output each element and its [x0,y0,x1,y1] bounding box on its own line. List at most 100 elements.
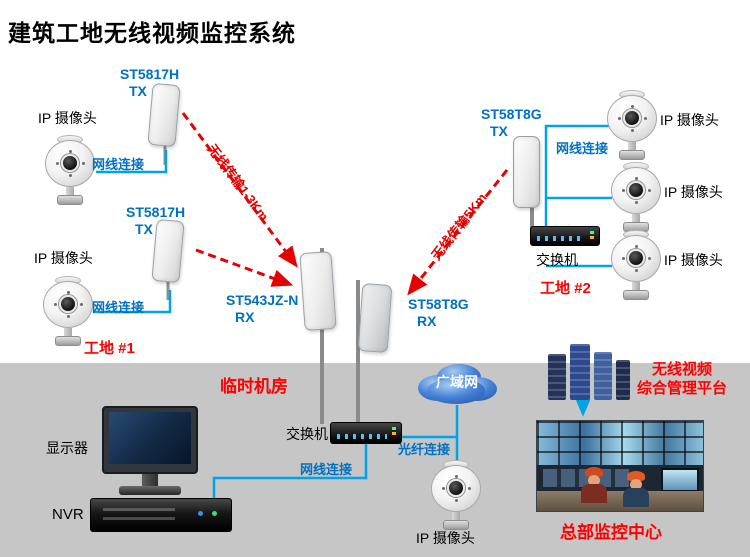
ptz-base [55,336,81,346]
site2-camera3-label: IP 摄像头 [664,252,723,268]
head [630,479,642,490]
ptz-lens [623,109,641,127]
wireless-bridge-rx2-icon [357,283,393,353]
monitor-icon [102,406,198,498]
machine-room-label: 临时机房 [220,377,288,396]
platform-label-line2: 综合管理平台 [636,380,727,397]
port-text: TX [490,123,508,139]
tx-antenna-label: ST58T8G TX [481,106,542,140]
cable1-label: 网线连接 [92,157,145,172]
monitor-screen [109,412,191,464]
nvr-icon [90,498,232,532]
ptz-stem [632,214,640,223]
model-text: ST5817H [126,204,186,220]
wan-cloud-icon [418,364,497,404]
ptz-ir-leds [618,117,621,120]
ptz-lens [627,181,645,199]
switch-ports [337,434,387,439]
ptz-stem [64,328,72,337]
ptz-stem [632,282,640,291]
torso [581,484,607,503]
switch-ports [537,236,585,241]
ptz-stem [452,512,460,521]
monitor-stand [119,486,181,495]
model-text: ST58T8G [408,296,469,312]
monitor-label: 显示器 [46,440,88,456]
nvr-leds [212,511,217,516]
port-text: RX [235,309,255,325]
ptz-camera5-icon [610,228,662,300]
cable-camera1-antenna1 [96,150,168,174]
ptz-ir-leds [54,303,57,306]
head [588,475,600,486]
ptz-dome [611,235,661,282]
ptz-ir-leds [56,162,59,165]
model-text: ST543JZ-N [226,292,299,308]
ptz-lens [447,479,465,497]
cable-site2-camera1-switch [544,124,610,227]
ptz-ir-leds [622,189,625,192]
room-switch-label: 交换机 [286,426,328,442]
model-text: ST5817H [120,66,180,82]
hard-hat [585,467,603,477]
operator-2 [623,471,649,507]
server-tower [548,354,566,400]
ptz-camera6-icon [430,458,482,530]
camera2-label: IP 摄像头 [34,250,93,266]
antenna2-label: ST5817H TX [126,204,185,238]
wireless-link-arrow-1 [181,112,298,268]
hq-label: 总部监控中心 [560,523,662,542]
port-text: TX [135,221,153,237]
antenna1-label: ST5817H TX [120,66,179,100]
cable2-label: 网线连接 [92,300,145,315]
ptz-base [57,195,83,205]
ptz-lens [627,249,645,267]
receiver2-label: ST58T8G RX [408,296,469,330]
server-tower [570,344,590,400]
room-camera-label: IP 摄像头 [416,530,475,546]
nvr-slots [103,508,175,511]
ptz-camera2-icon [42,274,94,346]
wireless-bridge-tx3-icon [513,136,540,208]
page-title: 建筑工地无线视频监控系统 [8,20,296,46]
site2-label: 工地 #2 [540,280,591,297]
monitoring-room-photo [536,420,704,512]
platform-label: 无线视频 综合管理平台 [630,360,734,398]
fiber-label: 光纤连接 [398,442,451,457]
site2-camera2-label: IP 摄像头 [664,184,723,200]
ptz-base [443,520,469,530]
ptz-camera3-icon [606,88,658,160]
switch-led [392,427,396,430]
ptz-ir-leds [442,487,445,490]
wireless-bridge-rx1-icon [299,250,337,332]
ptz-lens [61,154,79,172]
server-stack-icon [548,344,632,400]
ptz-stem [66,187,74,196]
wan-label: 广域网 [436,374,478,390]
ptz-camera1-icon [44,133,96,205]
server-tower [616,360,630,400]
model-text: ST58T8G [481,106,542,122]
platform-label-line1: 无线视频 [651,361,712,378]
operator-1 [581,467,607,503]
ptz-stem [628,142,636,151]
site2-switch-label: 交换机 [536,252,578,268]
room-switch-icon [330,422,402,444]
cable-switch-nvr [212,444,368,499]
receiver1-label: ST543JZ-N RX [226,292,298,326]
site2-switch-icon [530,226,600,246]
video-wall [537,421,703,465]
switch-led [590,231,594,234]
cable-camera2-antenna2 [94,290,172,314]
desk [537,491,703,511]
site2-camera1-label: IP 摄像头 [660,112,719,128]
ptz-lens [59,295,77,313]
port-text: TX [129,83,147,99]
ptz-camera4-icon [610,160,662,232]
room-cable-label: 网线连接 [300,462,353,477]
console-desk [543,469,631,487]
wireless-link-arrow-2 [195,248,294,287]
ptz-base [623,290,649,300]
camera1-label: IP 摄像头 [38,110,97,126]
